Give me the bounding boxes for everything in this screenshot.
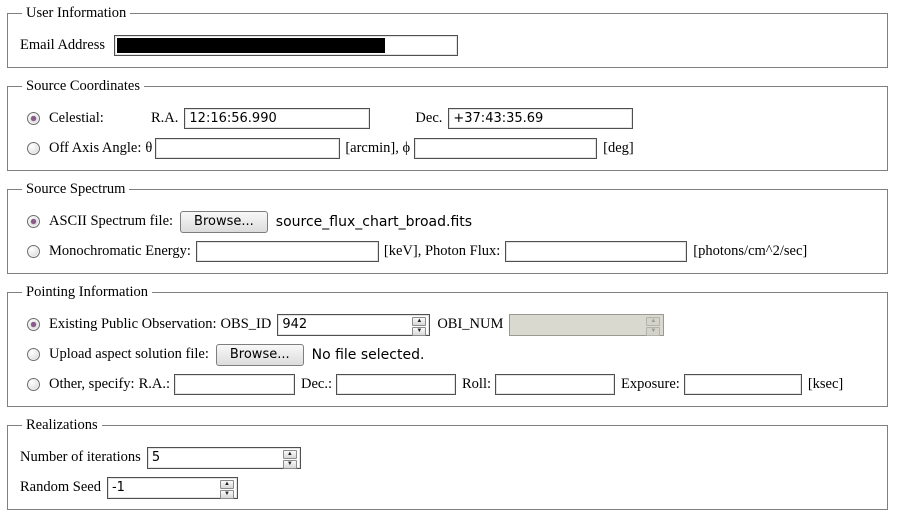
ra-label: R.A. bbox=[151, 110, 179, 126]
spectrum-browse-button[interactable]: Browse... bbox=[180, 210, 268, 233]
obs-id-spinner[interactable]: 942 ▲ ▼ bbox=[277, 313, 431, 336]
arcmin-phi-label: [arcmin], ϕ bbox=[345, 140, 411, 156]
kev-photon-flux-label: [keV], Photon Flux: bbox=[383, 243, 501, 259]
pointing-ra-label: R.A.: bbox=[138, 376, 171, 392]
obs-id-label: OBS_ID bbox=[220, 316, 272, 332]
obi-num-value bbox=[510, 315, 646, 335]
no-file-selected-label: No file selected. bbox=[311, 346, 425, 363]
aspect-browse-button[interactable]: Browse... bbox=[215, 343, 304, 366]
realizations-fieldset: Realizations Number of iterations 5 ▲ ▼ … bbox=[7, 417, 888, 510]
realizations-legend: Realizations bbox=[26, 417, 98, 433]
exposure-label: Exposure: bbox=[621, 376, 680, 392]
user-information-legend: User Information bbox=[26, 5, 127, 21]
redacted-email-value bbox=[116, 38, 385, 53]
source-spectrum-legend: Source Spectrum bbox=[26, 181, 126, 197]
phi-input[interactable] bbox=[414, 138, 598, 159]
pointing-dec-label: Dec.: bbox=[301, 376, 333, 392]
existing-observation-label: Existing Public Observation: bbox=[49, 316, 217, 332]
obs-id-spinner-up-icon[interactable]: ▲ bbox=[412, 316, 427, 326]
iterations-spinner[interactable]: 5 ▲ ▼ bbox=[146, 446, 301, 469]
roll-label: Roll: bbox=[462, 376, 492, 392]
roll-input[interactable] bbox=[495, 374, 616, 395]
monochromatic-radio[interactable] bbox=[27, 245, 40, 258]
spectrum-filename: source_flux_chart_broad.fits bbox=[275, 213, 473, 230]
ra-input[interactable] bbox=[184, 108, 371, 129]
random-seed-spinner-up-icon[interactable]: ▲ bbox=[219, 479, 234, 489]
email-address-input[interactable] bbox=[113, 35, 458, 56]
pointing-information-legend: Pointing Information bbox=[26, 284, 149, 300]
random-seed-spinner-down-icon[interactable]: ▼ bbox=[219, 489, 234, 499]
deg-label: [deg] bbox=[603, 140, 634, 156]
obi-num-spinner: ▲ ▼ bbox=[509, 313, 665, 336]
user-information-fieldset: User Information Email Address bbox=[7, 5, 888, 68]
source-coordinates-legend: Source Coordinates bbox=[26, 78, 140, 94]
upload-aspect-radio[interactable] bbox=[27, 348, 40, 361]
flux-unit-label: [photons/cm^2/sec] bbox=[693, 243, 808, 259]
other-specify-radio[interactable] bbox=[27, 378, 40, 391]
celestial-radio[interactable] bbox=[27, 112, 40, 125]
iterations-label: Number of iterations bbox=[20, 449, 141, 465]
email-address-label: Email Address bbox=[20, 37, 105, 53]
celestial-label: Celestial: bbox=[49, 110, 104, 126]
pointing-information-fieldset: Pointing Information Existing Public Obs… bbox=[7, 284, 888, 407]
obi-num-spinner-down-icon: ▼ bbox=[646, 326, 661, 336]
monochromatic-label: Monochromatic Energy: bbox=[49, 243, 191, 259]
random-seed-spinner[interactable]: -1 ▲ ▼ bbox=[106, 476, 238, 499]
random-seed-value: -1 bbox=[111, 479, 125, 495]
iterations-value: 5 bbox=[151, 449, 161, 465]
source-spectrum-fieldset: Source Spectrum ASCII Spectrum file: Bro… bbox=[7, 181, 888, 274]
dec-label: Dec. bbox=[415, 110, 443, 126]
theta-input[interactable] bbox=[155, 138, 341, 159]
photon-flux-input[interactable] bbox=[505, 241, 688, 262]
existing-observation-radio[interactable] bbox=[27, 318, 40, 331]
obs-id-spinner-down-icon[interactable]: ▼ bbox=[412, 326, 427, 336]
pointing-dec-input[interactable] bbox=[336, 374, 457, 395]
exposure-input[interactable] bbox=[683, 374, 802, 395]
obi-num-spinner-up-icon: ▲ bbox=[646, 316, 661, 326]
pointing-ra-input[interactable] bbox=[174, 374, 296, 395]
ksec-label: [ksec] bbox=[807, 376, 844, 392]
obi-num-label: OBI_NUM bbox=[437, 316, 504, 332]
off-axis-label: Off Axis Angle: bbox=[49, 140, 142, 156]
other-specify-label: Other, specify: bbox=[49, 376, 135, 392]
dec-input[interactable] bbox=[448, 108, 634, 129]
off-axis-radio[interactable] bbox=[27, 142, 40, 155]
iterations-spinner-up-icon[interactable]: ▲ bbox=[282, 449, 297, 459]
random-seed-label: Random Seed bbox=[20, 479, 101, 495]
iterations-spinner-down-icon[interactable]: ▼ bbox=[282, 459, 297, 469]
ascii-spectrum-radio[interactable] bbox=[27, 215, 40, 228]
source-coordinates-fieldset: Source Coordinates Celestial: R.A. Dec. … bbox=[7, 78, 888, 171]
ascii-spectrum-label: ASCII Spectrum file: bbox=[49, 213, 174, 229]
monochromatic-energy-input[interactable] bbox=[195, 241, 379, 262]
upload-aspect-label: Upload aspect solution file: bbox=[49, 346, 209, 362]
obs-id-value: 942 bbox=[282, 316, 308, 332]
theta-label: θ bbox=[145, 140, 153, 156]
